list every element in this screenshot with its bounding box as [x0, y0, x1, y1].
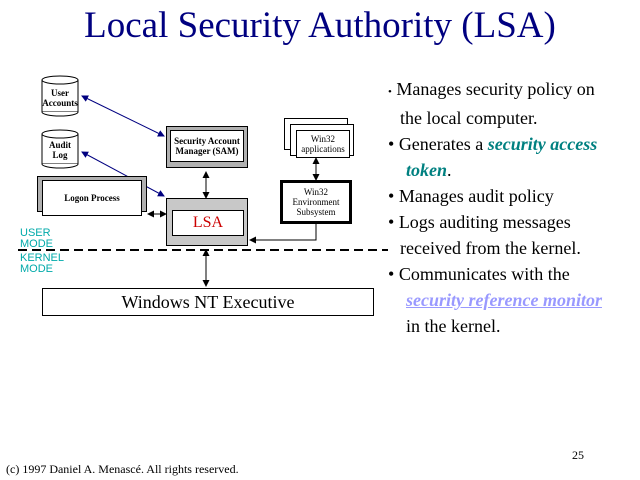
sam-box: Security Account Manager (SAM) [170, 130, 244, 162]
slide-title: Local Security Authority (LSA) [84, 5, 556, 46]
connector-auditlog-lsa [81, 151, 165, 197]
bullet-2-cont: token. [406, 160, 452, 180]
bullet-1: • Manages security policy on [388, 79, 595, 99]
lsa-label: LSA [192, 214, 224, 231]
bullet-4: • Logs auditing messages [388, 212, 571, 232]
user-accounts-label: User Accounts [42, 88, 78, 108]
bullet-1-cont: the local computer. [400, 108, 538, 128]
connector-accounts-sam [81, 95, 165, 137]
executive-label: Windows NT Executive [121, 291, 295, 312]
kernel-mode-label: KERNEL MODE [20, 252, 64, 275]
win32-apps-label: Win32 applications [301, 134, 345, 154]
bullet-5-cont: security reference monitor [388, 287, 640, 313]
user-mode-label: USER MODE [20, 227, 53, 250]
win32-subsystem-box: Win32 Environment Subsystem [280, 180, 352, 224]
audit-log-cylinder [41, 129, 79, 169]
win32-apps-box: Win32 applications [296, 130, 350, 158]
bullet-list: • Manages security policy on the local c… [388, 76, 640, 339]
bullet-5: • Communicates with the [388, 264, 570, 284]
copyright-footer: (c) 1997 Daniel A. Menascé. All rights r… [6, 462, 239, 476]
logon-process-label: Logon Process [64, 193, 120, 203]
bullet-4-cont: received from the kernel. [400, 238, 581, 258]
win32-subsystem-label: Win32 Environment Subsystem [292, 187, 340, 217]
bullet-2: • Generates a security access [388, 134, 598, 154]
audit-log-label: Audit Log [48, 140, 71, 160]
security-reference-monitor-link[interactable]: security reference monitor [406, 290, 602, 310]
sam-label: Security Account Manager (SAM) [174, 136, 240, 156]
bullet-3: • Manages audit policy [388, 186, 554, 206]
bullet-5-end: in the kernel. [406, 316, 501, 336]
connector-subsystem-lsa [249, 224, 317, 244]
logon-process-box: Logon Process [42, 180, 142, 216]
lsa-box: LSA [172, 210, 244, 236]
executive-box: Windows NT Executive [42, 288, 374, 316]
page-number: 25 [572, 448, 584, 462]
user-accounts-cylinder [41, 75, 79, 117]
